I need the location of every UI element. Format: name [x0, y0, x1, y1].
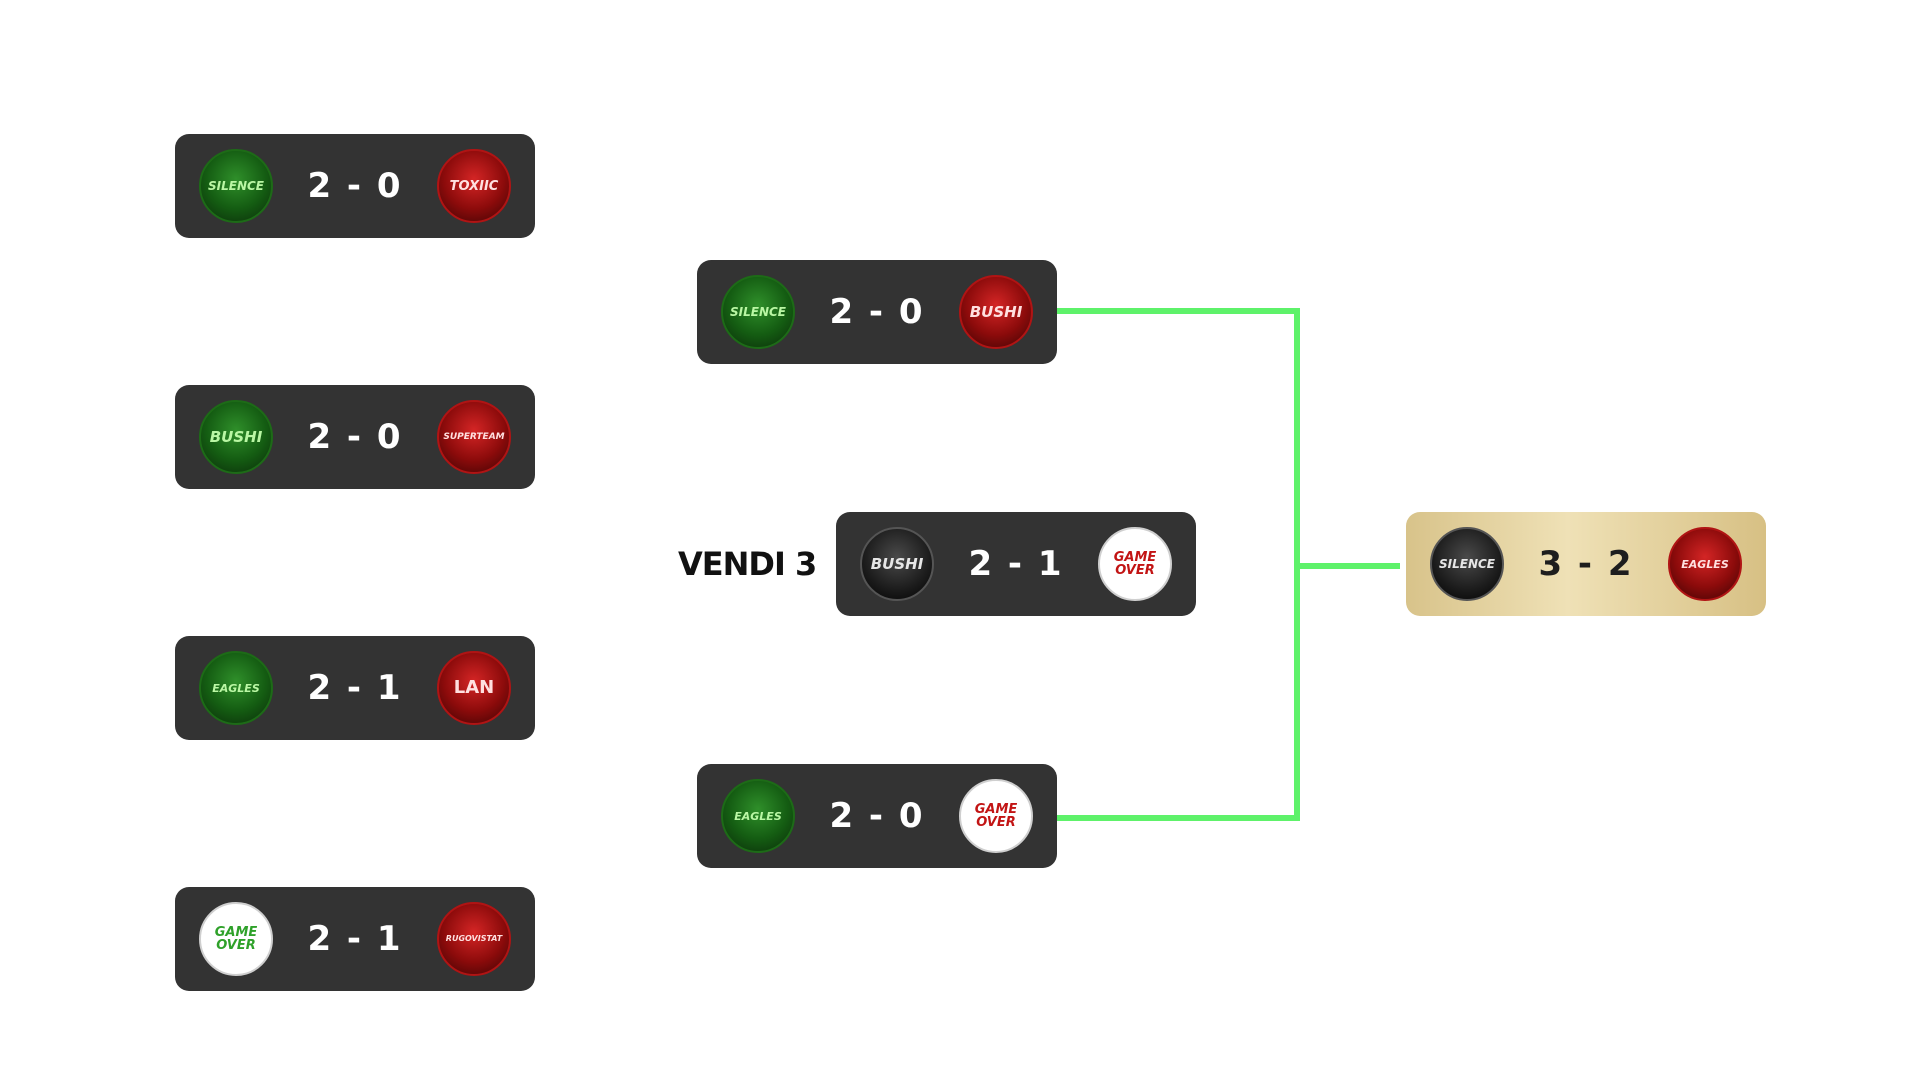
match-card-round1-3[interactable]: EAGLES 2 - 1 LAN	[175, 636, 535, 740]
lan-logo: LAN	[437, 651, 511, 725]
match-card-round1-4[interactable]: GAME OVER 2 - 1 RUGOVISTAT	[175, 887, 535, 991]
match-score: 2 - 0	[307, 417, 403, 457]
match-score: 2 - 0	[829, 796, 925, 836]
red-eagles-logo: EAGLES	[1668, 527, 1742, 601]
match-card-round1-1[interactable]: SILENCE 2 - 0 TOXIIC	[175, 134, 535, 238]
connector-lower	[1052, 566, 1300, 821]
silence-logo: SILENCE	[199, 149, 273, 223]
silence-logo: SILENCE	[1430, 527, 1504, 601]
match-score: 2 - 0	[829, 292, 925, 332]
match-score: 3 - 2	[1538, 544, 1634, 584]
match-card-semifinal-1[interactable]: SILENCE 2 - 0 BUSHI	[697, 260, 1057, 364]
silence-logo: SILENCE	[721, 275, 795, 349]
match-card-round1-2[interactable]: BUSHI 2 - 0 SUPERTEAM	[175, 385, 535, 489]
match-card-semifinal-2[interactable]: EAGLES 2 - 0 GAME OVER	[697, 764, 1057, 868]
match-score: 2 - 1	[968, 544, 1064, 584]
toxiic-team-logo: TOXIIC	[437, 149, 511, 223]
superteam-logo: SUPERTEAM	[437, 400, 511, 474]
red-eagles-logo: EAGLES	[721, 779, 795, 853]
match-card-final[interactable]: SILENCE 3 - 2 EAGLES	[1406, 512, 1766, 616]
game-over-logo: GAME OVER	[959, 779, 1033, 853]
third-place-label: VENDI 3	[678, 545, 817, 583]
bushi-logo: BUSHI	[199, 400, 273, 474]
match-score: 2 - 1	[307, 919, 403, 959]
rugovistat-logo: RUGOVISTAT	[437, 902, 511, 976]
bushi-logo: BUSHI	[959, 275, 1033, 349]
match-score: 2 - 1	[307, 668, 403, 708]
match-score: 2 - 0	[307, 166, 403, 206]
connector-upper	[1052, 308, 1400, 569]
game-over-logo: GAME OVER	[1098, 527, 1172, 601]
bushi-logo: BUSHI	[860, 527, 934, 601]
red-eagles-logo: EAGLES	[199, 651, 273, 725]
match-card-third-place[interactable]: BUSHI 2 - 1 GAME OVER	[836, 512, 1196, 616]
game-over-logo: GAME OVER	[199, 902, 273, 976]
